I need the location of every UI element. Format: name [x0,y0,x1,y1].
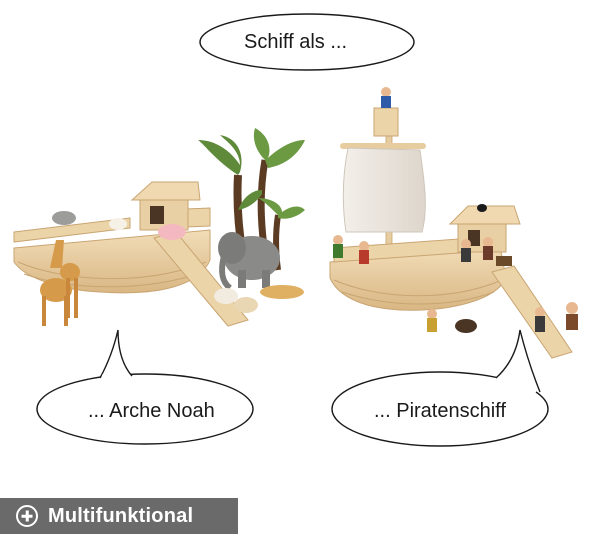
plus-circle-icon [16,505,38,527]
deck-house [448,205,521,253]
feature-badge-label: Multifunktional [48,504,194,527]
goat-icon [214,288,258,313]
bubble-text-top: Schiff als ... [244,31,348,53]
pirate-ship-toy [329,87,578,359]
deck-house [130,181,201,231]
bubble-text-right: ... Piratenschiff [374,400,506,422]
speech-bubble-left [36,329,254,445]
dog-icon [52,211,76,225]
elephant-icon [218,232,280,291]
pig-icon [158,224,186,240]
speech-bubble-right [331,329,549,447]
bubble-text-left: ... Arche Noah [88,400,215,422]
sheep-icon [109,218,127,230]
barrel-icon [455,319,477,333]
feature-badge: Multifunktional [0,498,238,534]
giraffe-icon [40,240,80,326]
speech-bubble-top [199,13,415,71]
treasure-chest-icon [496,256,512,266]
pirate-figure-icon [333,87,578,332]
cat-icon [477,204,487,212]
ark-toy [13,128,305,327]
